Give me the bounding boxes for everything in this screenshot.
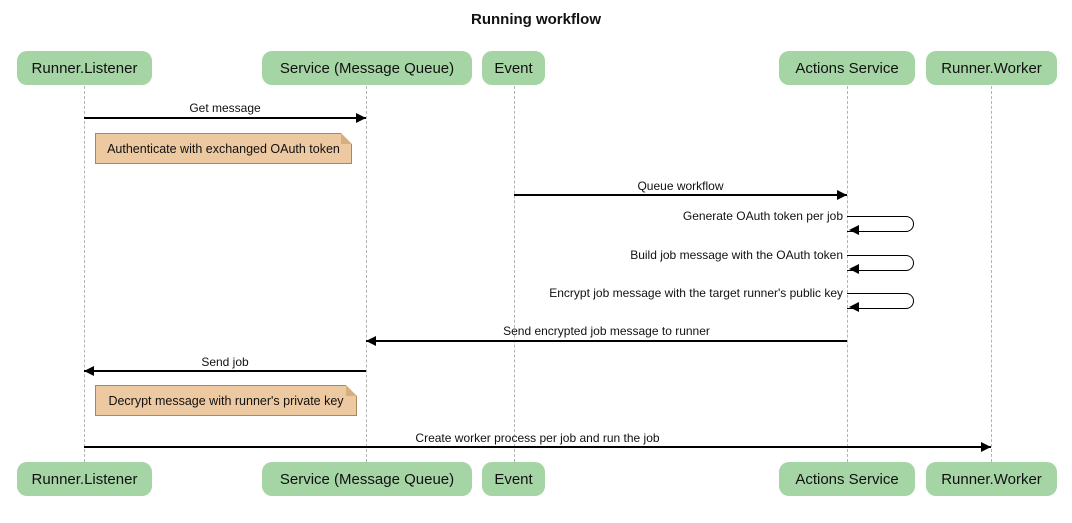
note-decrypt-private-key: Decrypt message with runner's private ke… — [95, 385, 357, 416]
message-line-send-encrypted-job — [366, 340, 847, 342]
message-label-generate-oauth-token: Generate OAuth token per job — [682, 209, 843, 223]
arrowhead-send-job — [84, 366, 94, 376]
lifeline-runner-worker — [991, 86, 992, 462]
message-label-encrypt-job-message: Encrypt job message with the target runn… — [549, 286, 843, 300]
arrowhead-queue-workflow — [837, 190, 847, 200]
actor-top-runner-worker: Runner.Worker — [926, 51, 1057, 85]
message-line-queue-workflow — [514, 194, 847, 196]
arrowhead-build-job-message — [849, 264, 859, 274]
self-message-generate-oauth-token — [847, 216, 914, 235]
message-line-send-job — [84, 370, 366, 372]
lifeline-actions-service — [847, 86, 848, 462]
lifeline-event — [514, 86, 515, 462]
message-line-create-worker — [84, 446, 991, 448]
self-message-encrypt-job-message — [847, 293, 914, 312]
note-authenticate-oauth: Authenticate with exchanged OAuth token — [95, 133, 352, 164]
actor-top-runner-listener: Runner.Listener — [17, 51, 152, 85]
arrowhead-generate-oauth-token — [849, 225, 859, 235]
actor-top-service-message-queue: Service (Message Queue) — [262, 51, 472, 85]
arrowhead-encrypt-job-message — [849, 302, 859, 312]
lifeline-service-message-queue — [366, 86, 367, 462]
message-label-build-job-message: Build job message with the OAuth token — [630, 248, 843, 262]
message-label-create-worker: Create worker process per job and run th… — [415, 431, 660, 445]
actor-top-actions-service: Actions Service — [779, 51, 915, 85]
lifeline-runner-listener — [84, 86, 85, 462]
message-label-queue-workflow: Queue workflow — [637, 179, 724, 193]
arrowhead-send-encrypted-job — [366, 336, 376, 346]
actor-bottom-event: Event — [482, 462, 545, 496]
actor-bottom-actions-service: Actions Service — [779, 462, 915, 496]
message-label-send-encrypted-job: Send encrypted job message to runner — [503, 324, 710, 338]
message-line-get-message — [84, 117, 366, 119]
message-label-send-job: Send job — [201, 355, 249, 369]
diagram-title: Running workflow — [471, 11, 601, 28]
self-message-build-job-message — [847, 255, 914, 274]
arrowhead-get-message — [356, 113, 366, 123]
actor-bottom-runner-worker: Runner.Worker — [926, 462, 1057, 496]
message-label-get-message: Get message — [189, 101, 261, 115]
actor-top-event: Event — [482, 51, 545, 85]
actor-bottom-service-message-queue: Service (Message Queue) — [262, 462, 472, 496]
arrowhead-create-worker — [981, 442, 991, 452]
actor-bottom-runner-listener: Runner.Listener — [17, 462, 152, 496]
